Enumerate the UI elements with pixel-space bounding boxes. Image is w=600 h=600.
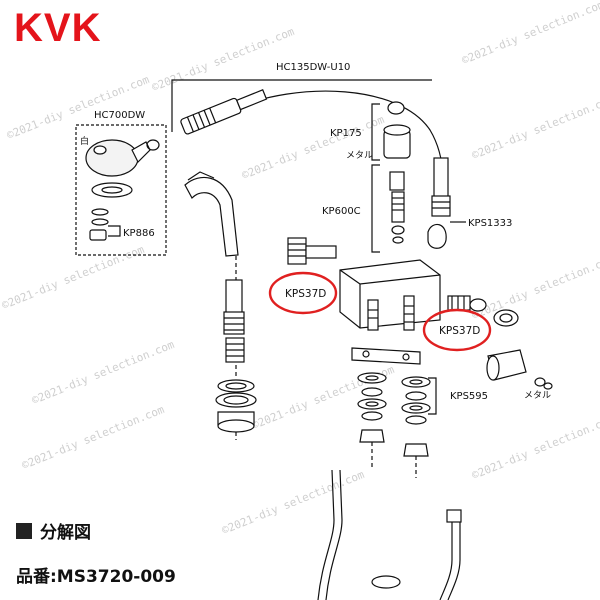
hc700-dashed-box bbox=[75, 124, 167, 256]
label-kps37d-left: KPS37D bbox=[285, 288, 326, 300]
diagram-caption: 分解図 bbox=[16, 518, 91, 543]
part-number: 品番:MS3720-009 bbox=[16, 567, 176, 587]
caption-square-icon bbox=[16, 522, 32, 539]
kps37d-circle-right bbox=[422, 308, 492, 352]
label-kp886: KP886 bbox=[123, 228, 155, 239]
label-kp600c: KP600C bbox=[322, 206, 361, 217]
caption-text: 分解図 bbox=[40, 523, 91, 543]
kps37d-circle-left bbox=[268, 271, 338, 315]
hose-leader-bracket bbox=[171, 79, 432, 132]
kp886-leader bbox=[108, 225, 121, 237]
label-kps37d-right: KPS37D bbox=[439, 325, 480, 337]
mounting-plate bbox=[351, 347, 421, 365]
label-metal-2: メタル bbox=[524, 390, 551, 401]
spout bbox=[184, 171, 257, 440]
hose-connector bbox=[180, 89, 268, 135]
label-kps1333: KPS1333 bbox=[468, 218, 512, 229]
lock-nuts bbox=[359, 429, 429, 457]
kps595-washers bbox=[357, 372, 431, 425]
label-kp175: KP175 bbox=[330, 128, 362, 139]
kp600c-cartridge bbox=[389, 171, 405, 244]
brand-logo: KVK bbox=[14, 6, 102, 50]
kp175-bracket bbox=[371, 103, 380, 161]
label-white: 白 bbox=[80, 135, 89, 147]
kp600c-bracket bbox=[371, 164, 380, 253]
label-hc700: HC700DW bbox=[94, 110, 145, 121]
hose-curve bbox=[229, 90, 444, 211]
right-cartridge bbox=[447, 295, 519, 327]
label-hc135: HC135DW-U10 bbox=[276, 62, 350, 73]
kps595-bracket bbox=[428, 377, 437, 415]
kp175-handle bbox=[383, 101, 411, 159]
valve-body bbox=[339, 259, 441, 331]
left-cartridge bbox=[287, 237, 337, 265]
kps1333-fitting bbox=[427, 157, 451, 249]
label-kps595: KPS595 bbox=[450, 391, 488, 402]
label-metal-1: メタル bbox=[346, 150, 373, 161]
shower-head bbox=[85, 139, 160, 241]
knob bbox=[486, 349, 553, 390]
supply-pipes bbox=[317, 442, 462, 600]
